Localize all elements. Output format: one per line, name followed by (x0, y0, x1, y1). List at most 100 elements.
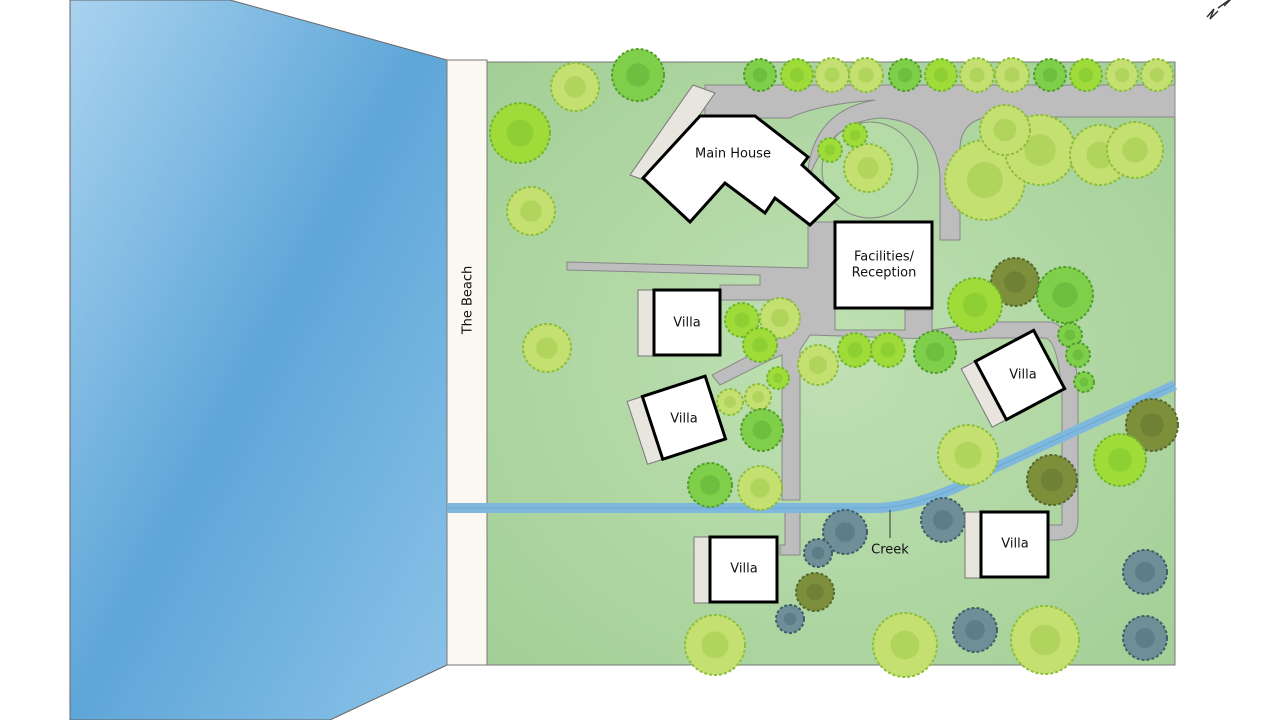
tree (1073, 371, 1095, 393)
tree (1125, 398, 1179, 452)
beach-label: The Beach (461, 266, 476, 336)
tree (803, 538, 833, 568)
tree (743, 58, 777, 92)
villa-5-deck (693, 536, 711, 604)
tree-canopy-center (783, 612, 797, 626)
tree-canopy-center (1122, 137, 1148, 163)
tree-canopy-center (734, 312, 750, 328)
tree (724, 302, 760, 338)
tree-canopy-center (750, 478, 770, 498)
tree (990, 257, 1040, 307)
tree (947, 277, 1003, 333)
tree-canopy-center (809, 356, 827, 374)
tree-canopy-center (564, 76, 586, 98)
tree-canopy-center (824, 144, 836, 156)
tree (1122, 615, 1168, 661)
facilities-reception (833, 220, 934, 310)
tree (797, 344, 839, 386)
tree (1122, 549, 1168, 595)
tree (1010, 605, 1080, 675)
tree (888, 58, 922, 92)
tree-canopy-center (1042, 67, 1058, 83)
tree (848, 57, 884, 93)
tree (740, 408, 784, 452)
tree (842, 122, 868, 148)
villa-1-label: Villa (673, 316, 700, 331)
tree-canopy-center (1004, 67, 1020, 83)
tree-canopy-center (897, 67, 913, 83)
tree-canopy-center (1052, 282, 1078, 308)
tree (843, 143, 893, 193)
tree-canopy-center (1040, 468, 1064, 492)
tree (775, 604, 805, 634)
tree-canopy-center (925, 342, 945, 362)
tree-canopy-center (847, 342, 863, 358)
villa-4-deck (964, 511, 982, 579)
tree-canopy-center (890, 630, 920, 660)
tree-canopy-center (724, 396, 736, 408)
tree-canopy-center (506, 119, 534, 147)
tree-canopy-center (811, 546, 825, 560)
villa-5-label: Villa (730, 562, 757, 577)
tree-canopy-center (849, 129, 861, 141)
trees (489, 48, 1179, 678)
tree (817, 137, 843, 163)
tree (1069, 58, 1103, 92)
villa-2-group (626, 374, 728, 465)
tree (1106, 121, 1164, 179)
tree-canopy-center (1079, 377, 1089, 387)
villa-1-deck (637, 289, 655, 357)
tree-canopy-center (520, 200, 542, 222)
villa-3-label: Villa (1009, 368, 1036, 383)
tree-canopy-center (536, 337, 558, 359)
tree-canopy-center (835, 522, 855, 542)
tree-canopy-center (752, 67, 768, 83)
tree (1033, 58, 1067, 92)
tree (952, 607, 998, 653)
beach-strip (446, 59, 488, 666)
tree (1140, 58, 1174, 92)
tree-canopy-center (933, 67, 949, 83)
tree (979, 104, 1031, 156)
tree-canopy-center (752, 420, 772, 440)
tree (489, 102, 551, 164)
facilities-label-line1: Facilities/ (854, 250, 915, 265)
tree (870, 332, 906, 368)
tree-canopy-center (752, 391, 764, 403)
tree-canopy-center (880, 342, 896, 358)
tree (506, 186, 556, 236)
tree (687, 462, 733, 508)
tree-canopy-center (824, 67, 840, 83)
north-arrow-icon (1206, 0, 1232, 20)
main-house-label: Main House (695, 147, 771, 162)
tree-canopy-center (1135, 628, 1155, 648)
tree-canopy-center (806, 583, 824, 601)
villa-4-label: Villa (1001, 537, 1028, 552)
tree-canopy-center (1086, 141, 1114, 169)
tree-canopy-center (965, 620, 985, 640)
tree (684, 614, 746, 676)
tree (766, 366, 790, 390)
tree-canopy-center (962, 292, 988, 318)
tree-canopy-center (626, 63, 650, 87)
tree-canopy-center (1024, 134, 1056, 166)
tree (1065, 342, 1091, 368)
tree (994, 57, 1030, 93)
villa-1 (652, 288, 722, 357)
tree (924, 58, 958, 92)
tree (550, 62, 600, 112)
villa-5 (708, 535, 779, 604)
tree (611, 48, 665, 102)
tree (737, 465, 783, 511)
villa-2-label: Villa (670, 412, 697, 427)
tree (872, 612, 938, 678)
tree (1026, 454, 1078, 506)
roads (566, 84, 1176, 556)
tree-canopy-center (1078, 67, 1094, 83)
tree-canopy-center (1140, 413, 1164, 437)
tree-canopy-center (1149, 67, 1165, 83)
tree (822, 509, 868, 555)
main-house (640, 114, 841, 227)
tree-canopy-center (1029, 624, 1061, 656)
